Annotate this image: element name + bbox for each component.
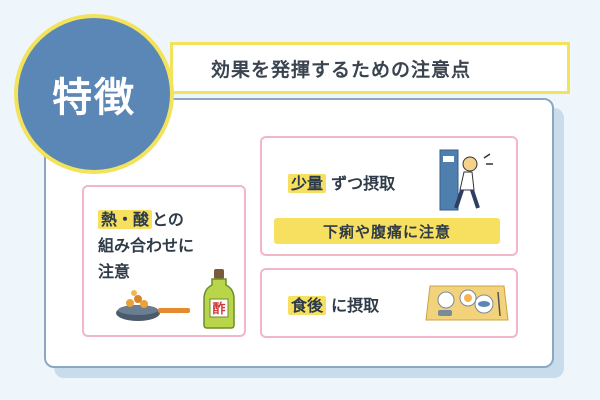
toilet-rush-icon <box>439 149 493 211</box>
card-small-amount: 少量 ずつ摂取 下痢や腹痛に注意 <box>260 136 518 256</box>
warning-bar: 下痢や腹痛に注意 <box>274 218 500 244</box>
text-small-amount-rest: ずつ摂取 <box>331 174 396 193</box>
bottle-label: 酢 <box>212 301 225 317</box>
after-meal-line: 食後 に摂取 <box>288 292 379 316</box>
highlight-heat-acid: 熱・酸 <box>98 210 153 229</box>
highlight-small-amount: 少量 <box>288 174 327 193</box>
text-after-meal-rest: に摂取 <box>331 296 380 315</box>
text-line1-rest: との <box>152 210 184 229</box>
card-after-meal: 食後 に摂取 <box>260 268 518 338</box>
text-line2: 組み合わせに <box>98 236 195 255</box>
small-amount-line: 少量 ずつ摂取 <box>288 170 395 194</box>
vinegar-bottle-icon: 酢 <box>203 269 235 329</box>
feature-badge: 特徴 <box>14 14 174 174</box>
warning-text: 下痢や腹痛に注意 <box>322 222 451 241</box>
meal-tray-icon <box>425 285 509 321</box>
badge-label: 特徴 <box>52 75 136 121</box>
header-box: 効果を発揮するための注意点 <box>170 42 570 94</box>
card-heat-acid-text: 熱・酸との 組み合わせに 注意 <box>98 207 194 285</box>
card-heat-acid: 熱・酸との 組み合わせに 注意 酢 <box>82 185 246 337</box>
page-title: 効果を発揮するための注意点 <box>211 58 472 81</box>
highlight-after-meal: 食後 <box>288 296 327 315</box>
frying-pan-icon <box>116 290 190 321</box>
text-line3: 注意 <box>98 262 131 281</box>
